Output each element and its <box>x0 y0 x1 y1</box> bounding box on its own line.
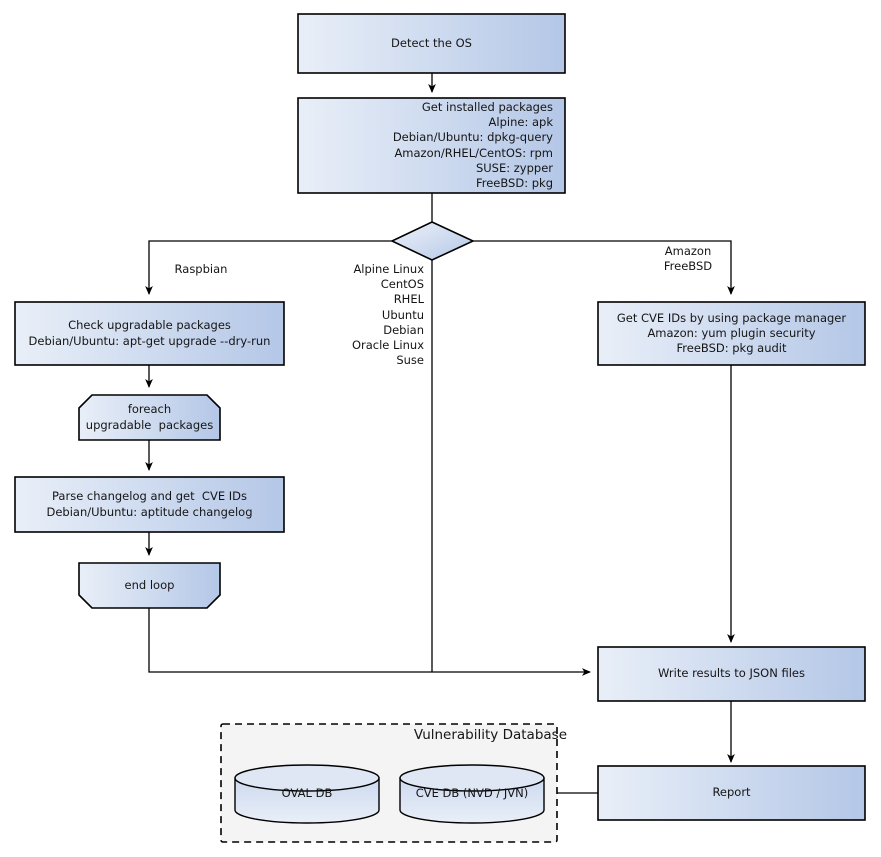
cve-db-cylinder <box>399 764 545 824</box>
node-report[interactable] <box>597 765 866 821</box>
node-get-installed-packages[interactable] <box>297 97 566 194</box>
oval-db-cylinder <box>234 764 380 824</box>
node-write-results[interactable] <box>597 646 866 702</box>
edge-decision-raspbian <box>145 240 392 295</box>
node-os-decision[interactable] <box>390 221 475 261</box>
node-get-cve-ids-pkgmgr[interactable] <box>597 301 866 366</box>
node-parse-changelog[interactable] <box>14 476 285 533</box>
node-foreach-loop[interactable] <box>78 394 221 441</box>
node-end-loop[interactable] <box>78 562 221 609</box>
edge-decision-amazon-freebsd <box>473 240 735 295</box>
node-check-upgradable[interactable] <box>14 301 285 366</box>
edge-endloop-to-write <box>148 608 591 676</box>
node-detect-os[interactable] <box>297 13 566 74</box>
